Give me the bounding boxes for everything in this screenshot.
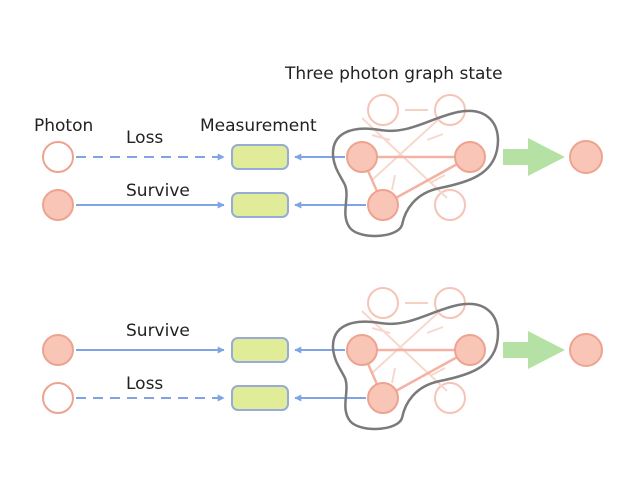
photon-survive-1 [42, 189, 74, 221]
photon-survive-2 [42, 334, 74, 366]
row-3-status: Survive [126, 321, 190, 341]
graph-state-bottom [331, 286, 604, 431]
graph-state-top [331, 93, 604, 238]
graph-state-title: Three photon graph state [284, 64, 503, 84]
photon-lost-2 [42, 382, 74, 414]
photon-label: Photon [34, 116, 93, 136]
photon-lost-1 [42, 141, 74, 173]
row-4-status: Loss [126, 374, 163, 394]
row-1-status: Loss [126, 128, 163, 148]
row-2-status: Survive [126, 181, 190, 201]
measurement-label: Measurement [200, 116, 317, 136]
measurement-box-4 [231, 385, 289, 411]
measurement-box-3 [231, 337, 289, 363]
measurement-box-1 [231, 144, 289, 170]
measurement-box-2 [231, 192, 289, 218]
